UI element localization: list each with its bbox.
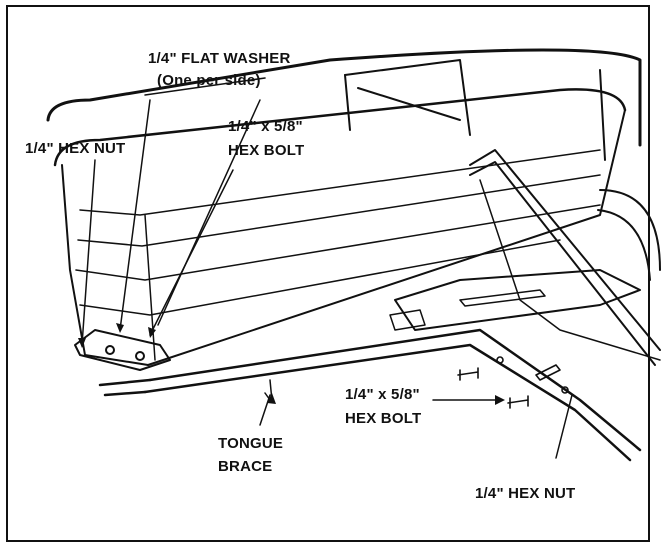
tongue [98, 328, 642, 462]
arrowhead-washer [116, 323, 124, 333]
hopper [46, 48, 642, 366]
arrowhead-hex-bolt-bottom [495, 395, 505, 405]
hex-bolt-bottom-label-line1: 1/4" x 5/8" [345, 386, 420, 403]
hex-bolt-top-label-line2: HEX BOLT [228, 142, 305, 159]
left-bracket [74, 309, 426, 371]
hitch-plate [394, 269, 641, 331]
flat-washer-label-line1: 1/4" FLAT WASHER [148, 50, 291, 67]
hex-bolt-bottom-label-line2: HEX BOLT [345, 410, 422, 427]
frame-arm [469, 149, 661, 366]
hex-nut-left-label: 1/4" HEX NUT [25, 140, 126, 157]
arrowhead-hex-bolt-top [148, 327, 156, 338]
hex-bolt-top-label-line1: 1/4" x 5/8" [228, 118, 303, 135]
leader-lines [81, 77, 573, 459]
wheel [597, 189, 661, 281]
right-bolts [457, 356, 569, 409]
tongue-brace-label-line1: TONGUE [218, 435, 284, 452]
hex-nut-right-label: 1/4" HEX NUT [475, 485, 576, 502]
flat-washer-label-line2: (One per side) [157, 72, 261, 89]
arrowhead-tongue-brace [267, 393, 276, 404]
tongue-brace-label-line2: BRACE [218, 458, 273, 475]
arrowhead-hex-nut-left [78, 338, 86, 348]
hopper-rim [344, 59, 606, 161]
